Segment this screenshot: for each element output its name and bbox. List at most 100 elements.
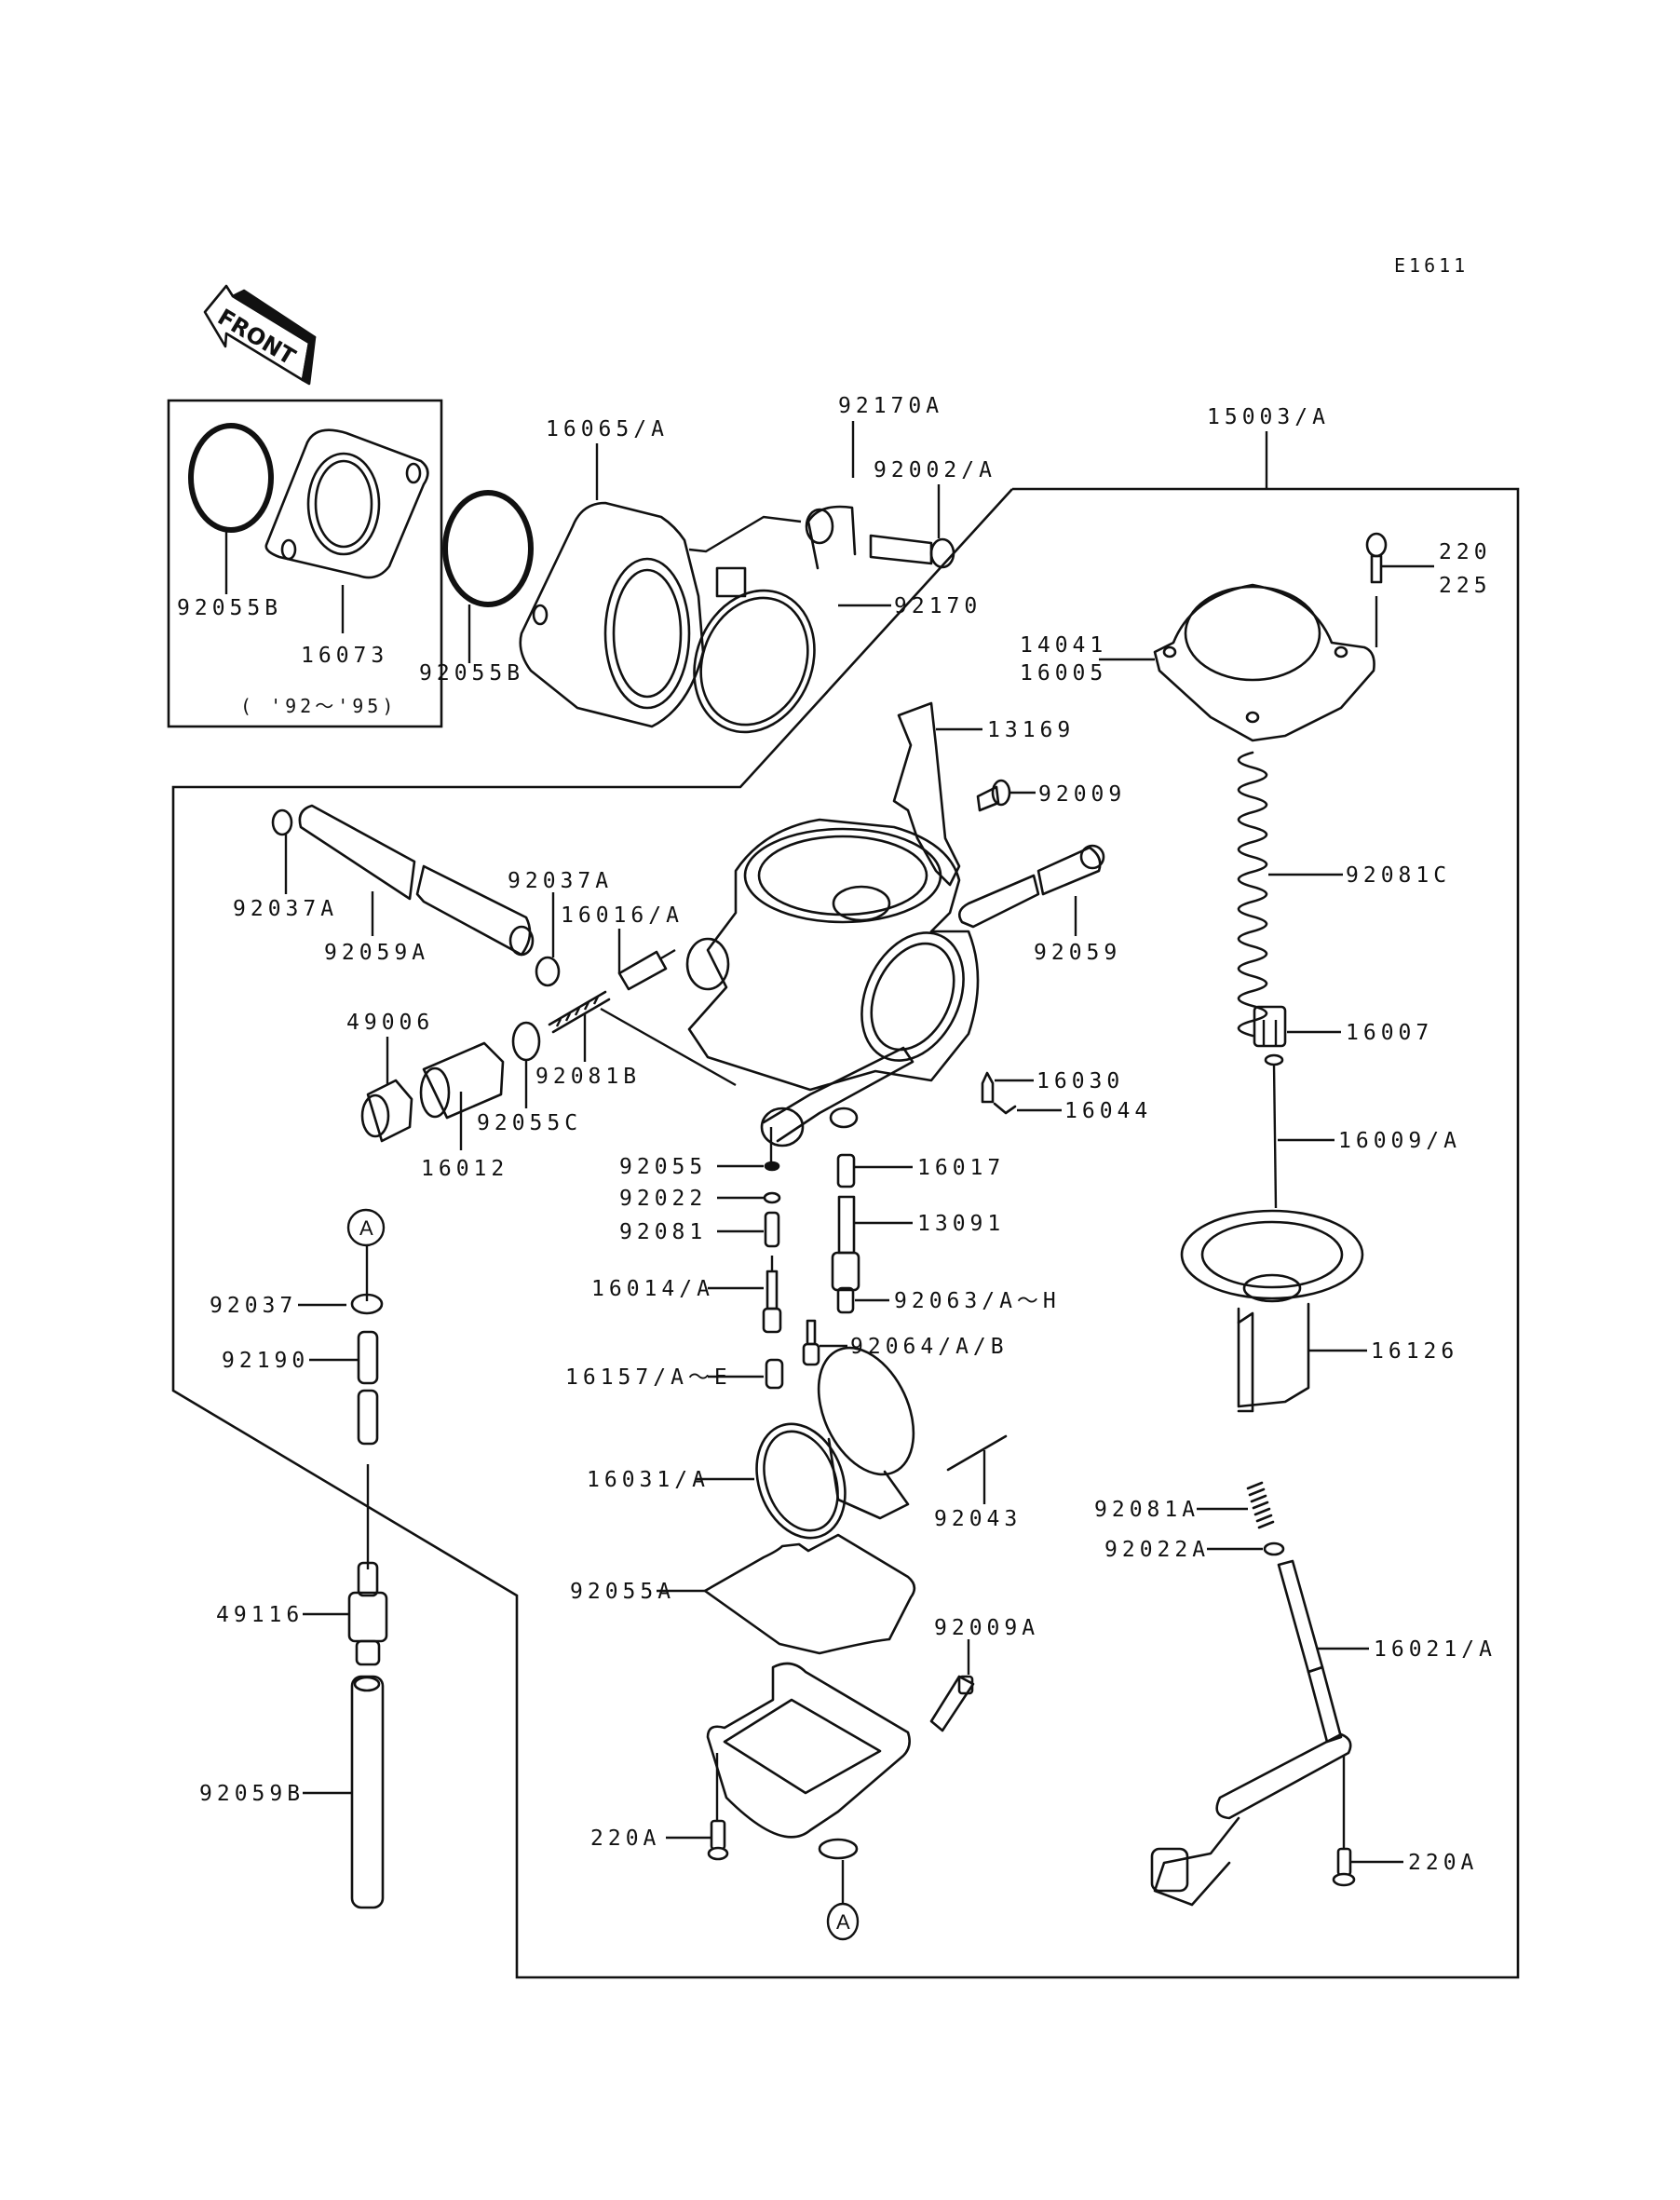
float-bowl-gasket-92055a	[703, 1533, 916, 1655]
front-arrow-icon: FRONT	[203, 284, 317, 386]
label-49116: 49116	[216, 1603, 304, 1627]
washer-92022a	[1263, 1541, 1285, 1556]
main-jet-92063	[836, 1286, 855, 1314]
tube-92059	[957, 844, 1105, 929]
svg-text:A: A	[359, 1216, 373, 1240]
spring-92081c	[1237, 751, 1268, 1038]
label-13169: 13169	[987, 718, 1075, 742]
label-16021a: 16021/A	[1374, 1637, 1497, 1662]
label-16012: 16012	[421, 1157, 508, 1181]
label-220a-lever: 220A	[1408, 1851, 1478, 1875]
label-92190: 92190	[222, 1349, 309, 1373]
label-92043: 92043	[934, 1507, 1022, 1531]
screw-92009	[976, 779, 1011, 812]
label-92170a: 92170A	[838, 394, 943, 418]
needle-jet-holder-16017	[836, 1153, 856, 1188]
label-92055a: 92055A	[570, 1580, 675, 1604]
fitting-49116	[347, 1561, 388, 1666]
reference-mark-a-top: A	[346, 1208, 386, 1247]
label-92081c: 92081C	[1346, 863, 1451, 888]
vacuum-piston-16126	[1180, 1209, 1364, 1413]
label-92022: 92022	[619, 1187, 707, 1211]
tube-92059b	[350, 1675, 385, 1909]
screw-220a-lever	[1332, 1756, 1356, 1887]
cap-49006	[360, 1079, 413, 1143]
label-16157ae: 16157/A～E	[565, 1365, 732, 1390]
screw-220a-bowl	[707, 1753, 729, 1861]
label-16007: 16007	[1346, 1021, 1433, 1045]
jet-needle-16009a	[1264, 1053, 1284, 1209]
label-92081b: 92081B	[535, 1065, 641, 1089]
starter-plunger-16016a	[617, 948, 676, 991]
throttle-body-16031a	[755, 1346, 915, 1540]
label-92063ah: 92063/A～H	[894, 1289, 1061, 1313]
pin-92043	[946, 1434, 1008, 1472]
label-92055: 92055	[619, 1155, 707, 1179]
o-ring-92055c	[511, 1021, 541, 1062]
label-92037: 92037	[210, 1294, 297, 1318]
label-92037a-left: 92037A	[233, 897, 338, 921]
bolt-92002a	[869, 534, 955, 569]
label-15003a: 15003/A	[1207, 405, 1330, 429]
label-16014a: 16014/A	[591, 1277, 714, 1301]
carburetor-body	[685, 818, 980, 1148]
svg-text:A: A	[836, 1910, 850, 1934]
clamp-92170	[693, 566, 816, 734]
o-ring-92055b	[442, 490, 534, 607]
o-ring-92055	[764, 1161, 780, 1172]
label-92055b-inset: 92055B	[177, 596, 282, 620]
screw-220-225	[1365, 532, 1388, 584]
label-16016a: 16016/A	[561, 903, 684, 928]
tube-92190	[357, 1330, 379, 1446]
label-16030: 16030	[1036, 1069, 1124, 1093]
starter-jet-16157ae	[765, 1358, 784, 1390]
label-92002a: 92002/A	[874, 458, 996, 482]
clip-92037	[350, 1293, 384, 1315]
pilot-screw-16014a	[762, 1256, 782, 1334]
needle-holder-16007	[1253, 1005, 1287, 1048]
top-cover-16005	[1153, 583, 1375, 742]
label-92081a: 92081A	[1094, 1498, 1199, 1522]
label-13091: 13091	[917, 1212, 1005, 1236]
figure-code: E1611	[1394, 254, 1469, 277]
label-92059a: 92059A	[324, 941, 429, 965]
label-92022a: 92022A	[1104, 1538, 1210, 1562]
choke-lever-16021a	[1150, 1559, 1352, 1907]
label-16126: 16126	[1371, 1339, 1458, 1364]
label-92081: 92081	[619, 1220, 707, 1244]
label-92009: 92009	[1038, 782, 1126, 807]
label-92064ab: 92064/A/B	[850, 1335, 1009, 1359]
label-92059: 92059	[1034, 941, 1121, 965]
clip-92037a-middle	[535, 956, 561, 987]
label-16044: 16044	[1064, 1099, 1152, 1123]
label-92059b: 92059B	[199, 1782, 305, 1806]
pilot-jet-92064ab	[802, 1319, 820, 1366]
label-92037a-middle: 92037A	[508, 869, 613, 893]
label-16073: 16073	[301, 644, 388, 668]
bracket-92170a	[688, 505, 857, 570]
spring-92081b	[548, 990, 737, 1087]
label-220a-bowl: 220A	[590, 1827, 660, 1851]
spring-92081	[764, 1211, 780, 1248]
label-16005: 16005	[1020, 661, 1107, 686]
inset-note: ( '92～'95)	[240, 695, 397, 717]
insulator-16073	[264, 428, 429, 579]
label-16017: 16017	[917, 1156, 1005, 1180]
inset-box	[167, 399, 443, 728]
clip-92037a-left	[271, 808, 293, 836]
label-16065a: 16065/A	[546, 417, 669, 441]
label-92055c: 92055C	[477, 1111, 582, 1135]
washer-92022	[763, 1191, 781, 1204]
clip-16044	[993, 1102, 1017, 1115]
label-220: 220	[1439, 540, 1492, 564]
label-14041: 14041	[1020, 633, 1107, 658]
label-16031a: 16031/A	[587, 1468, 710, 1492]
tube-92059a	[298, 804, 535, 957]
drain-screw-92009a	[929, 1675, 975, 1732]
label-92009a: 92009A	[934, 1616, 1039, 1640]
needle-jet-13091	[831, 1195, 860, 1292]
o-ring-92055b-inset	[188, 423, 274, 533]
starter-nut-16012	[419, 1041, 505, 1120]
label-16009a: 16009/A	[1338, 1129, 1461, 1153]
